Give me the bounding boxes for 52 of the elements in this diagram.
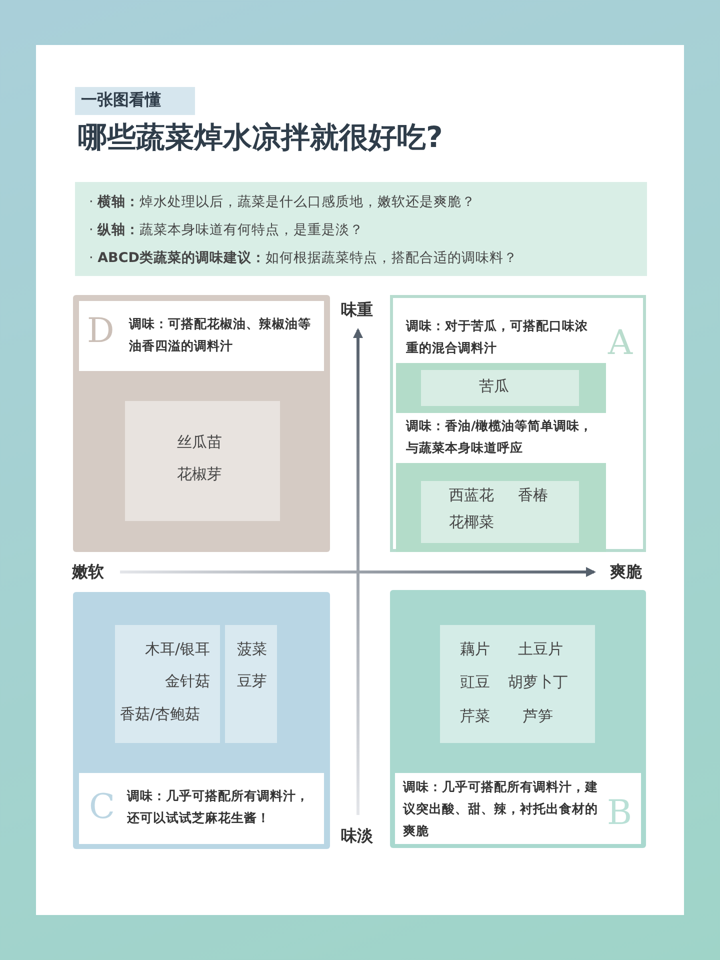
vegetable-box [115,625,220,743]
vegetable-name: 豇豆 [460,673,490,692]
vegetable-name: 土豆片 [518,640,563,659]
vegetable-name: 金针菇 [165,672,210,691]
seasoning-text: 调味：可搭配花椒油、辣椒油等油香四溢的调料汁 [129,315,312,355]
vegetable-name: 藕片 [460,640,490,659]
quadrant-panel [390,295,646,552]
seasoning-text: 调味：香油/橄榄油等简单调味，与蔬菜本身味道呼应 [406,417,594,457]
vegetable-name: 香椿 [518,486,548,505]
seasoning-text: 调味：几乎可搭配所有调料汁，建议突出酸、甜、辣，衬托出食材的爽脆 [403,778,599,840]
seasoning-text: 调味：几乎可搭配所有调料汁，还可以试试芝麻花生酱！ [127,787,310,827]
vegetable-box [440,625,595,743]
band [396,463,606,552]
axis-label: 爽脆 [610,562,642,583]
quadrant-letter: B [607,793,632,833]
vegetable-name: 芹菜 [460,707,490,726]
quadrant-panel [73,295,330,552]
vegetable-name: 豆芽 [237,672,267,691]
note-panel [75,182,647,276]
vegetable-name: 花椒芽 [177,465,222,484]
axis-label: 味淡 [341,826,373,847]
vegetable-name: 香菇/杏鲍菇 [120,705,200,724]
bullet-text: · ABCD类蔬菜的调味建议：如何根据蔬菜特点，搭配合适的调味料？ [89,249,518,268]
seasoning-card [79,773,324,844]
axis-label: 嫩软 [72,562,104,583]
band [396,363,606,413]
seasoning-card [79,301,324,371]
vegetable-name: 苦瓜 [479,377,509,396]
quadrant-panel [390,590,646,848]
vegetable-name: 花椰菜 [449,513,494,532]
quadrant-letter: D [87,311,114,351]
vegetable-name: 胡萝卜丁 [508,673,568,692]
vegetable-name: 芦笋 [523,707,553,726]
quadrant-panel [73,592,330,849]
vegetable-box [125,401,280,521]
bullet-text: · 横轴：焯水处理以后，蔬菜是什么口感质地，嫩软还是爽脆？ [89,193,477,212]
seasoning-card [395,773,641,844]
title: 哪些蔬菜焯水凉拌就很好吃? [78,119,443,156]
vegetable-name: 丝瓜苗 [177,433,222,452]
quadrant-letter: A [608,323,633,363]
vegetable-box [225,625,277,743]
quadrant-letter: C [89,787,116,827]
seasoning-text: 调味：对于苦瓜，可搭配口味浓重的混合调料汁 [406,317,589,357]
bullet-text: · 纵轴：蔬菜本身味道有何特点，是重是淡？ [89,221,365,240]
axis-label: 味重 [341,300,373,321]
tag-box [75,87,195,115]
vegetable-name: 西蓝花 [449,486,494,505]
vegetable-name: 木耳/银耳 [145,640,210,659]
tag-text: 一张图看懂 [81,90,162,111]
vegetable-box [421,481,579,543]
vegetable-box [421,370,579,406]
vegetable-name: 菠菜 [237,640,267,659]
